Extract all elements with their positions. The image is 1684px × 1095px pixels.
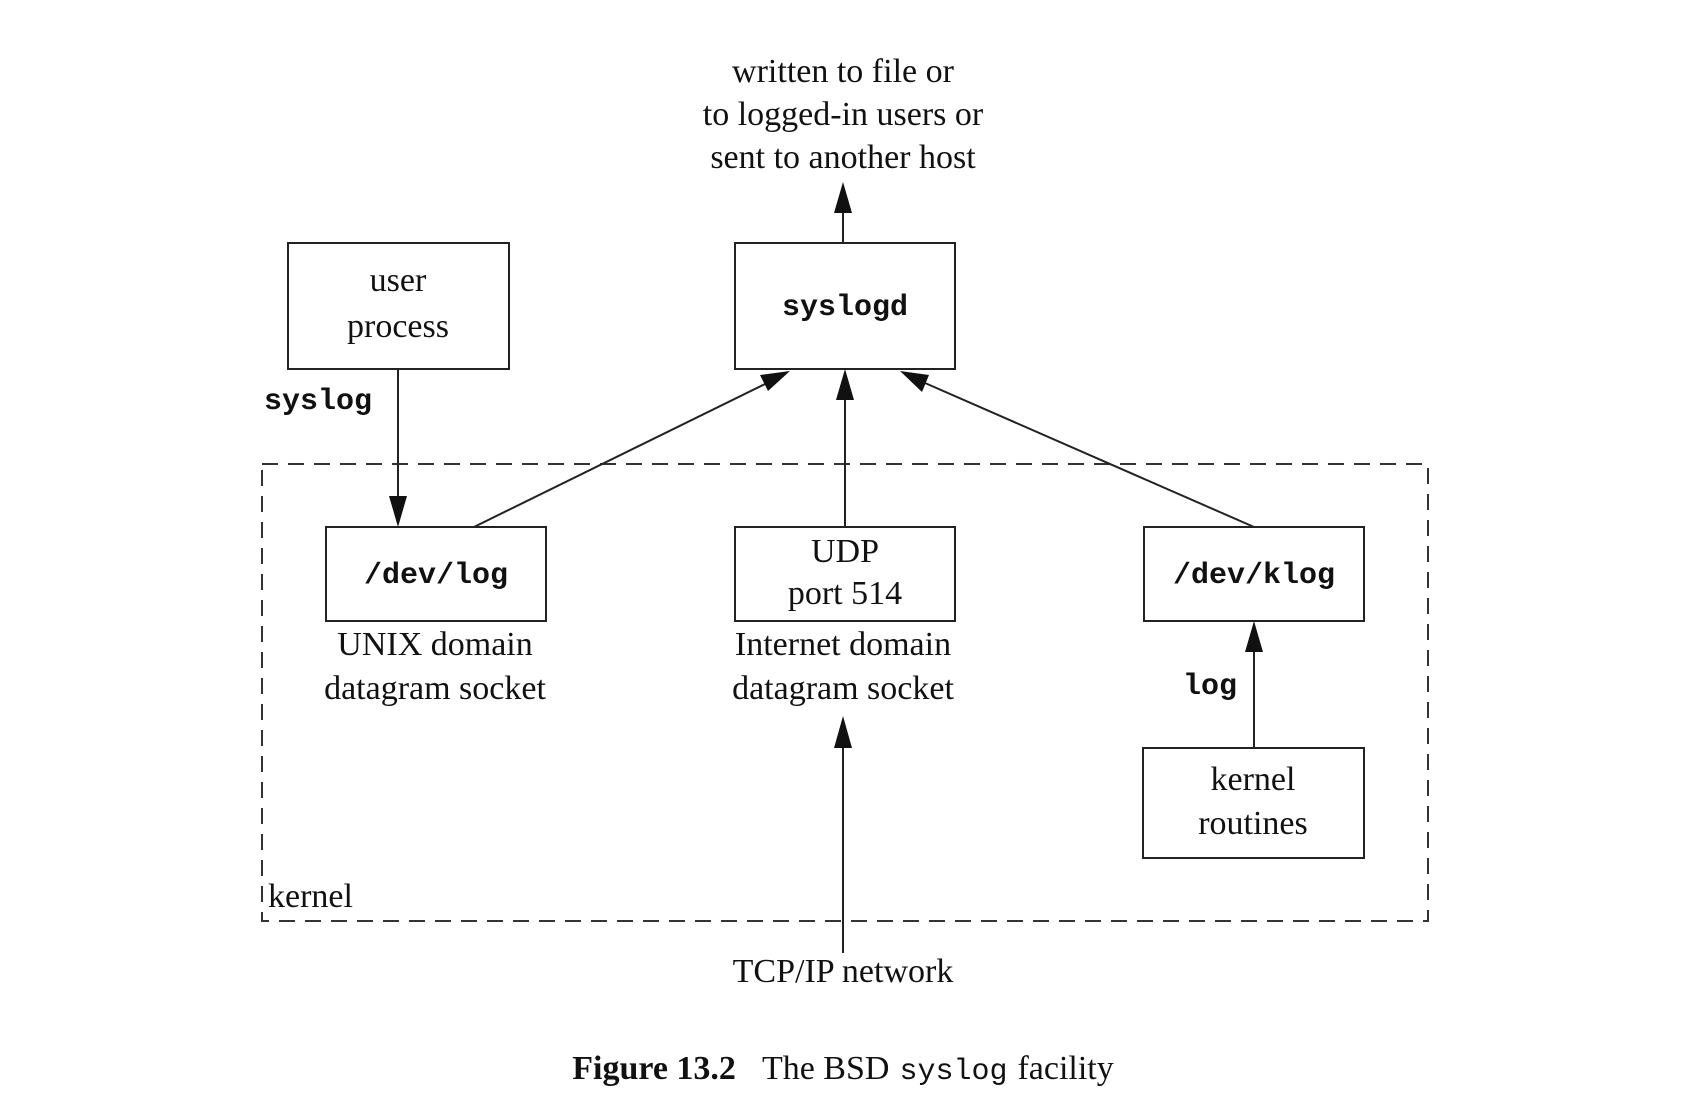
arrowhead-up-icon [1245, 621, 1263, 652]
network-label: TCP/IP network [733, 953, 954, 990]
output-description: written to file or to logged-in users or… [703, 53, 984, 176]
dev-klog-label: /dev/klog [1173, 559, 1335, 593]
syslogd-node: syslogd [734, 242, 956, 370]
udp-port-box [734, 526, 956, 622]
syslog-call-label: syslog [264, 385, 372, 419]
caption-text-after: facility [1017, 1050, 1113, 1087]
kernel-routines-box [1142, 747, 1365, 859]
caption-code: syslog [899, 1055, 1007, 1089]
user-process-box [287, 242, 510, 370]
arrow-syslogd-to-output [834, 182, 852, 243]
arrow-dev-klog-to-syslogd [900, 371, 1255, 528]
arrow-user-process-to-dev-log [389, 369, 407, 527]
caption-text-before: The BSD [762, 1050, 890, 1087]
dev-log-box [325, 526, 547, 622]
arrow-dev-log-to-syslogd [473, 371, 790, 528]
arrowhead-up-icon [834, 182, 852, 213]
user-process-node: user process [287, 242, 510, 370]
arrowhead-down-icon [389, 496, 407, 527]
arrowhead-diagonal-icon [760, 371, 790, 391]
arrow-network-to-udp [834, 716, 852, 953]
user-process-label-line-2: process [347, 308, 449, 345]
kernel-label: kernel [268, 878, 353, 915]
dev-log-caption-line-2: datagram socket [324, 670, 546, 707]
syslogd-label: syslogd [782, 291, 908, 325]
dev-log-node: /dev/log UNIX domain datagram socket [324, 526, 547, 707]
log-call-label: log [1183, 670, 1237, 704]
udp-label-line-1: UDP [811, 533, 879, 570]
figure-caption: Figure 13.2 The BSD syslog facility [572, 1050, 1114, 1089]
arrow-udp-to-syslogd [836, 369, 854, 527]
udp-port-node: UDP port 514 Internet domain datagram so… [732, 526, 956, 707]
dev-klog-box [1143, 526, 1365, 622]
dev-klog-node: /dev/klog [1143, 526, 1365, 622]
arrowhead-diagonal-icon [900, 371, 929, 392]
dev-log-label: /dev/log [364, 559, 508, 593]
output-line-1: written to file or [732, 53, 955, 90]
output-line-2: to logged-in users or [703, 96, 984, 133]
figure-number: Figure 13.2 [572, 1050, 736, 1087]
arrowhead-up-icon [834, 716, 852, 748]
udp-caption-line-1: Internet domain [735, 626, 951, 663]
kernel-routines-label-line-2: routines [1198, 805, 1308, 842]
udp-label-line-2: port 514 [788, 575, 902, 612]
kernel-routines-node: kernel routines [1142, 747, 1365, 859]
output-line-3: sent to another host [710, 139, 976, 176]
udp-caption-line-2: datagram socket [732, 670, 954, 707]
arrowhead-up-icon [836, 369, 854, 400]
dev-log-caption-line-1: UNIX domain [337, 626, 532, 663]
user-process-label-line-1: user [370, 262, 427, 299]
kernel-routines-label-line-1: kernel [1211, 761, 1296, 798]
arrow-kernel-routines-to-dev-klog [1245, 621, 1263, 748]
